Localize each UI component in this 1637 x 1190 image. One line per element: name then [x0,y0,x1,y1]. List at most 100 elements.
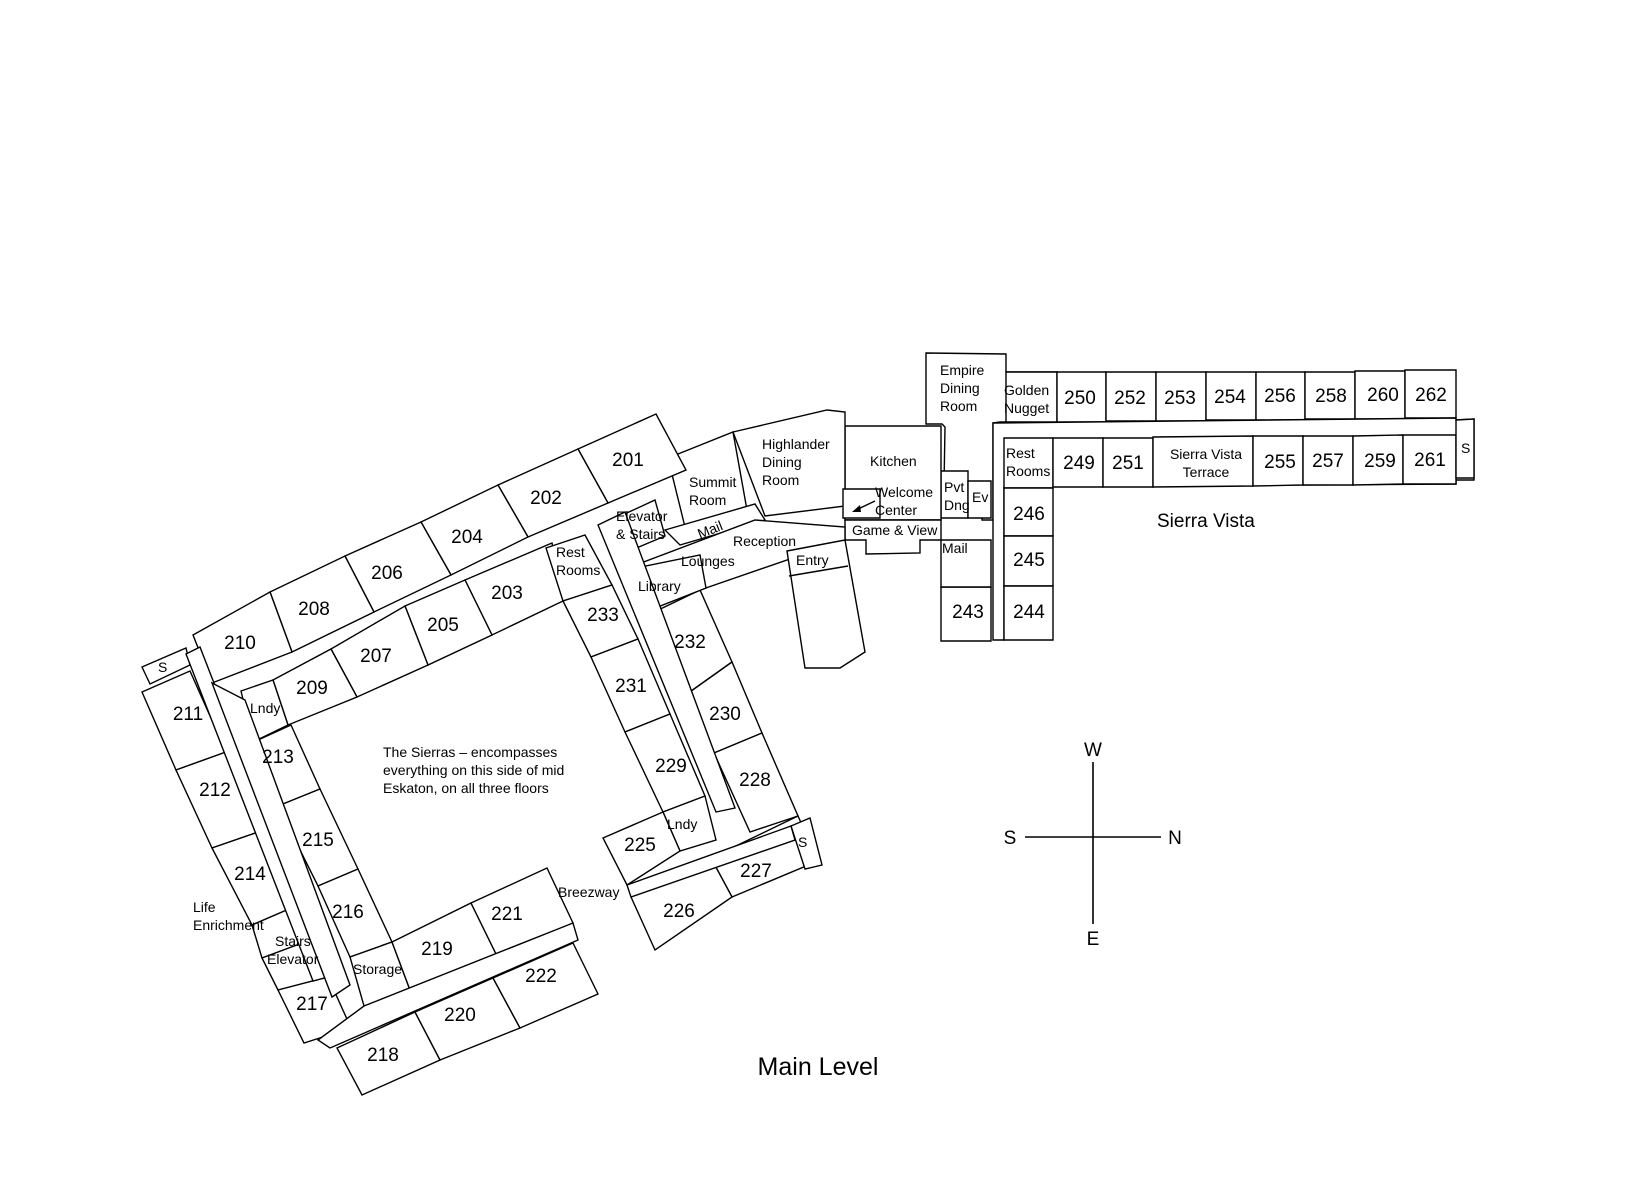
room-number: 204 [451,527,483,548]
compass-north: N [1168,828,1182,849]
room-number: 245 [1013,550,1045,571]
room-244[interactable] [1003,585,1054,641]
room-number: 259 [1364,451,1396,472]
room-number: 213 [262,747,294,768]
room-number: 201 [612,450,644,471]
breezeway-label: Breezway [558,884,619,900]
room-number: 249 [1063,453,1095,474]
room-number: 216 [332,902,364,923]
room-number: 206 [371,563,403,584]
summit-label: Room [689,492,726,508]
golden-nugget-label: Nugget [1004,400,1049,416]
compass-west: W [1084,740,1102,761]
room-261[interactable] [1402,434,1457,485]
west-wing [141,413,823,1096]
room-number: 251 [1112,453,1144,474]
room-number: 258 [1315,386,1347,407]
room-number: 219 [421,939,453,960]
terrace-label: Terrace [1183,464,1230,480]
room-225[interactable] [602,811,681,887]
room-222[interactable] [492,942,599,1029]
empire-label: Empire [940,362,985,378]
rest-rooms-east-label: Rooms [1006,463,1050,479]
reception-label: Reception [733,533,796,549]
entry-label: Entry [796,552,829,568]
room-number: 226 [663,901,695,922]
room-number: 230 [709,704,741,725]
empire-label: Room [940,398,977,414]
welcome-label: Welcome [875,484,933,500]
pvt-dng-label: Pvt [944,479,964,495]
lndy-label: Lndy [667,816,697,832]
room-number: 232 [674,632,706,653]
highlander-label: Dining [762,454,802,470]
room-number: 257 [1312,451,1344,472]
entry[interactable] [786,539,866,669]
highlander-label: Room [762,472,799,488]
highlander-label: Highlander [762,436,830,452]
west-corridor-inner [210,681,351,999]
room-number: 207 [360,646,392,667]
stair-s-east[interactable] [1455,418,1475,479]
room-number: 233 [587,605,619,626]
note-line: Eskaton, on all three floors [383,780,549,796]
west-corridor-right [597,511,736,813]
welcome-arrow [852,500,876,512]
life-enrichment-label: Life [193,899,216,915]
summit-label: Summit [689,474,737,490]
highlander-dining-room[interactable] [732,409,846,517]
stair-s-mid[interactable] [790,817,823,870]
room-number: 250 [1064,388,1096,409]
rest-rooms-east-label: Rest [1006,445,1035,461]
stair-s-label: S [158,659,167,675]
note-line: The Sierras – encompasses [383,744,557,760]
room-number: 228 [739,770,771,791]
room-number: 217 [296,994,328,1015]
room-number: 252 [1114,388,1146,409]
rest-rooms-mid-label: Rest [556,544,585,560]
room-number: 255 [1264,452,1296,473]
welcome-label: Center [875,502,917,518]
mail-east[interactable] [940,539,992,588]
room-number: 243 [952,602,984,623]
room-number: 210 [224,633,256,654]
room-number: 253 [1164,388,1196,409]
sierras-note: The Sierras – encompasses everything on … [383,744,564,796]
game-view[interactable] [844,519,942,555]
compass: W E S N [1004,740,1182,950]
room-number: 229 [655,756,687,777]
room-number: 260 [1367,385,1399,406]
lndy-label: Lndy [250,700,280,716]
welcome-center[interactable] [842,488,881,519]
mail-reception-strip [663,503,767,546]
room-number: 254 [1214,387,1246,408]
room-number: 214 [234,864,266,885]
room-number: 202 [530,488,562,509]
ev[interactable] [967,480,992,519]
room-number: 205 [427,615,459,636]
elevator-stairs-label: Elevator [616,508,668,524]
stairs-elevator-label: Stairs [275,933,311,949]
ev-label: Ev [972,489,988,505]
south-corridor [316,922,579,1049]
room-number: 209 [296,678,328,699]
lounges-label: Lounges [681,553,735,569]
compass-east: E [1087,929,1100,950]
storage-label: Storage [353,961,402,977]
rest-rooms-mid-label: Rooms [556,562,600,578]
stairs-elevator-label: Elevator [267,951,319,967]
room-number: 256 [1264,386,1296,407]
room-number: 227 [740,861,772,882]
room-number: 215 [302,830,334,851]
game-view-label: Game & View [852,522,938,538]
note-line: everything on this side of mid [383,762,564,778]
east-wing [925,352,1475,642]
kitchen-label: Kitchen [870,453,917,469]
room-number: 244 [1013,602,1045,623]
area-labels: Empire Dining Room Golden Nugget Highlan… [158,362,1470,977]
room-number: 211 [173,704,203,725]
elevator-stairs-label: & Stairs [616,526,665,542]
room-number: 221 [491,904,523,925]
room-number: 261 [1414,450,1446,471]
